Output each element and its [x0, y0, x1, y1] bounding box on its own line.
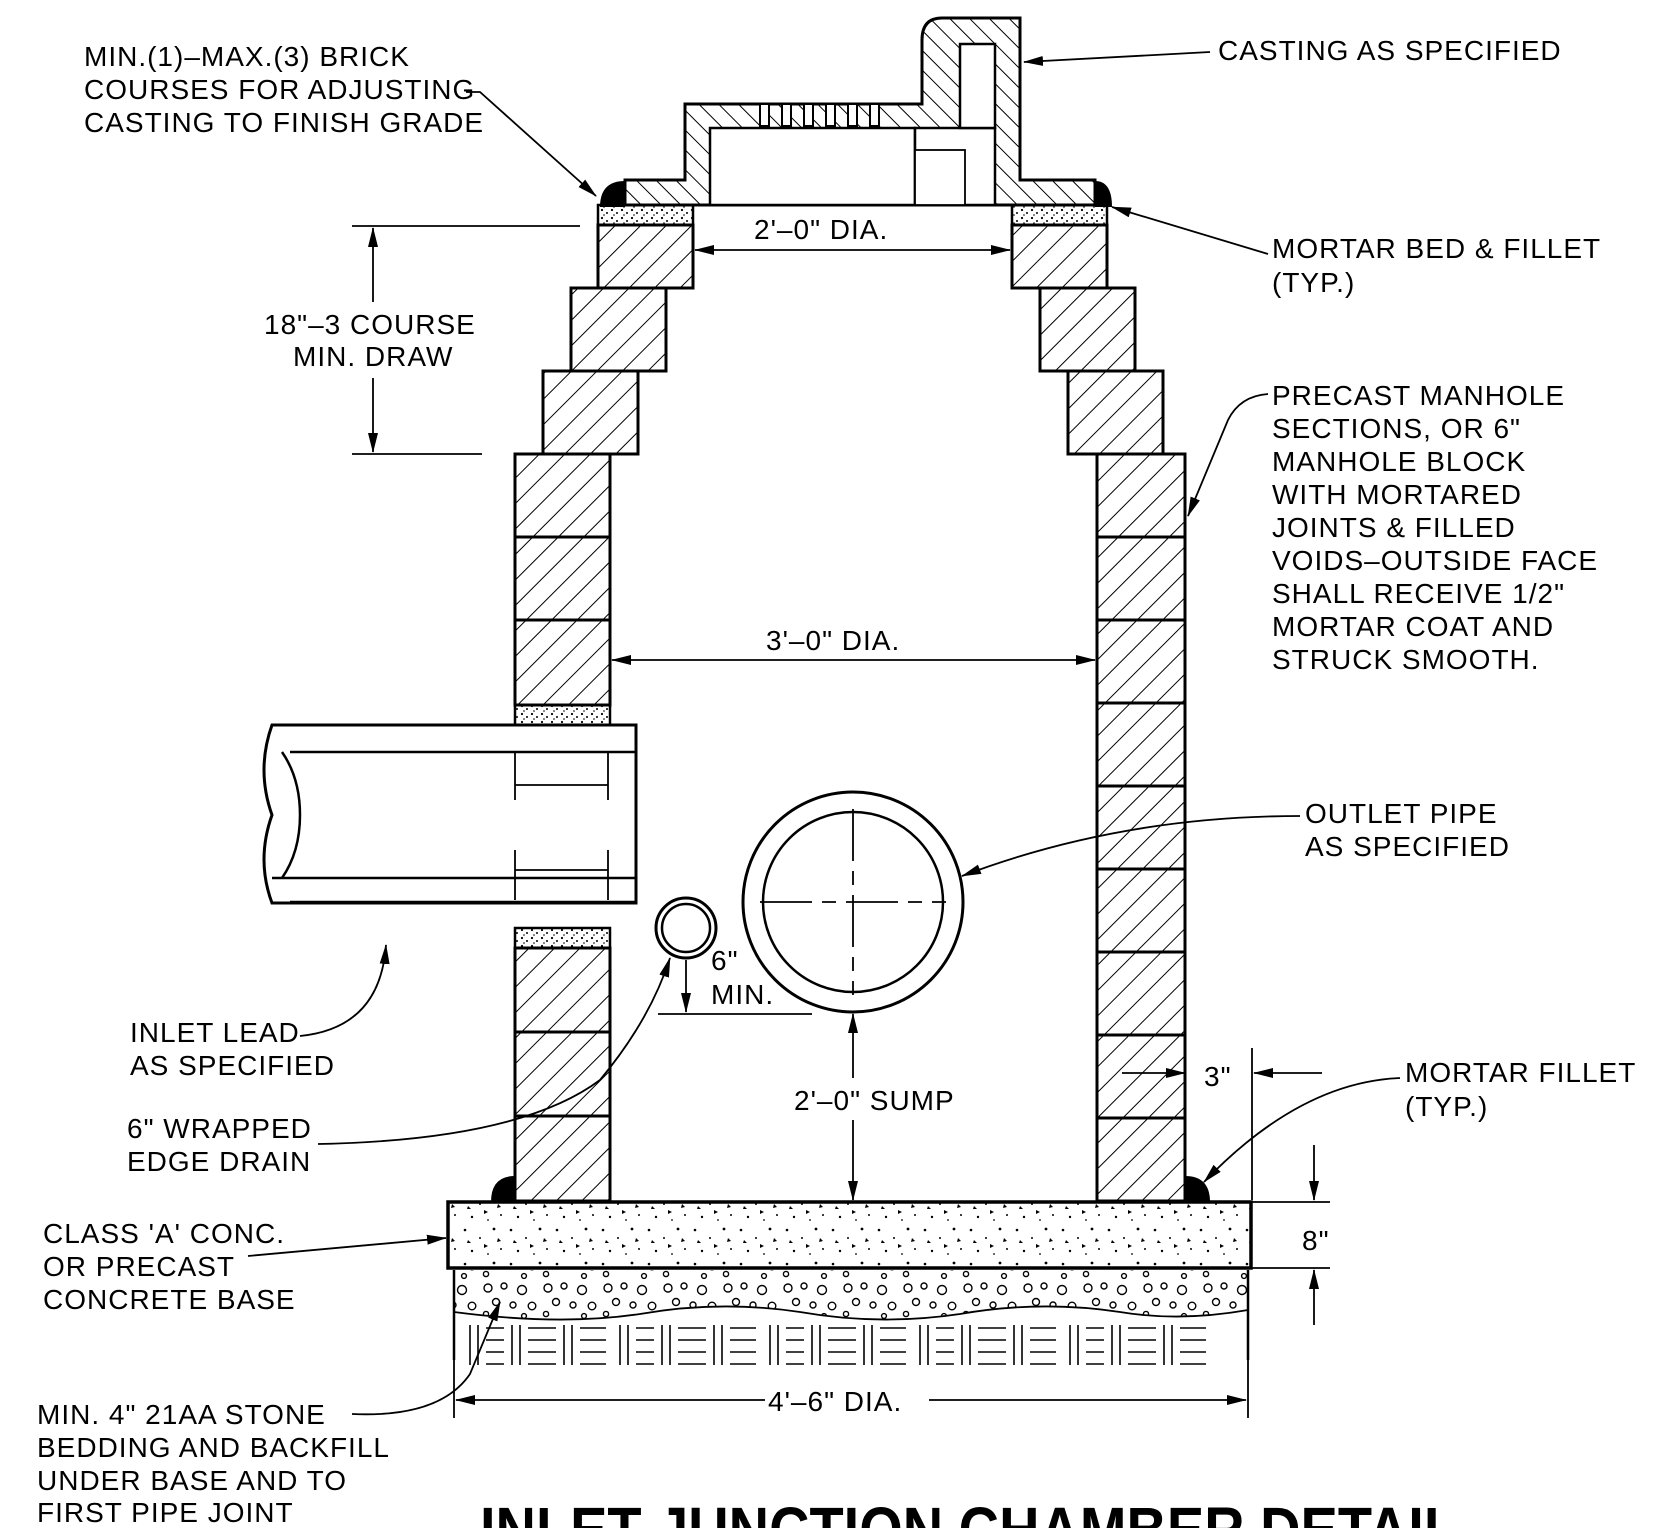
svg-text:OUTLET PIPE: OUTLET PIPE: [1305, 798, 1498, 829]
leader-mortar-bed: [1111, 206, 1269, 255]
label-outlet: OUTLET PIPE AS SPECIFIED: [1305, 798, 1510, 862]
label-edge-drain: 6" WRAPPED EDGE DRAIN: [127, 1113, 312, 1177]
brick-courses-left: [541, 223, 695, 456]
svg-text:6" WRAPPED: 6" WRAPPED: [127, 1113, 312, 1144]
leader-precast: [1187, 393, 1269, 517]
svg-text:PRECAST MANHOLE: PRECAST MANHOLE: [1272, 380, 1565, 411]
mortar-fillet-top-right: [1095, 181, 1112, 207]
mid-dia-label: 3'–0" DIA.: [766, 625, 900, 656]
mortar-bed-left: [596, 203, 695, 227]
svg-text:JOINTS & FILLED: JOINTS & FILLED: [1272, 512, 1516, 543]
brick-courses-right: [1010, 223, 1165, 456]
leader-stone: [351, 1301, 501, 1416]
svg-text:MIN. 4" 21AA STONE: MIN. 4" 21AA STONE: [37, 1399, 326, 1430]
mortar-bed-right: [1010, 203, 1109, 227]
sump-label: 2'–0" SUMP: [794, 1085, 955, 1116]
svg-text:VOIDS–OUTSIDE FACE: VOIDS–OUTSIDE FACE: [1272, 545, 1598, 576]
label-mortar-bed: MORTAR BED & FILLET (TYP.): [1272, 233, 1601, 298]
three-in-label: 3": [1204, 1061, 1232, 1092]
label-inlet: INLET LEAD AS SPECIFIED: [130, 1017, 335, 1081]
eight-in-label: 8": [1302, 1225, 1330, 1256]
svg-text:FIRST PIPE JOINT: FIRST PIPE JOINT: [37, 1497, 294, 1528]
leader-casting: [1023, 51, 1211, 66]
svg-text:EDGE DRAIN: EDGE DRAIN: [127, 1146, 311, 1177]
svg-text:(TYP.): (TYP.): [1272, 267, 1355, 298]
casting: [623, 16, 1097, 207]
draw-label-line2: MIN. DRAW: [293, 341, 453, 372]
leader-edge-drain: [317, 957, 671, 1145]
concrete-base: [446, 1200, 1253, 1270]
svg-text:BEDDING AND BACKFILL: BEDDING AND BACKFILL: [37, 1432, 390, 1463]
svg-text:CONCRETE BASE: CONCRETE BASE: [43, 1284, 296, 1315]
svg-text:INLET LEAD: INLET LEAD: [130, 1017, 300, 1048]
mortar-fillet-base-left: [491, 1176, 515, 1202]
mortar-fillet-top-left: [600, 181, 625, 207]
label-precast: PRECAST MANHOLE SECTIONS, OR 6" MANHOLE …: [1272, 380, 1598, 675]
leader-inlet: [299, 944, 390, 1037]
min-label-line1: 6": [711, 945, 739, 976]
edge-drain: [654, 896, 718, 960]
svg-text:WITH MORTARED: WITH MORTARED: [1272, 479, 1522, 510]
svg-text:MORTAR COAT AND: MORTAR COAT AND: [1272, 611, 1554, 642]
label-class-a: CLASS 'A' CONC. OR PRECAST CONCRETE BASE: [43, 1218, 296, 1315]
svg-text:MANHOLE BLOCK: MANHOLE BLOCK: [1272, 446, 1526, 477]
leader-mortar-fillet: [1203, 1077, 1401, 1183]
svg-text:STRUCK SMOOTH.: STRUCK SMOOTH.: [1272, 644, 1540, 675]
svg-text:CASTING AS SPECIFIED: CASTING AS SPECIFIED: [1218, 35, 1562, 66]
inlet-pipe: [262, 723, 638, 905]
label-stone: MIN. 4" 21AA STONE BEDDING AND BACKFILL …: [37, 1399, 390, 1528]
svg-text:SHALL RECEIVE 1/2": SHALL RECEIVE 1/2": [1272, 578, 1565, 609]
svg-text:SECTIONS, OR 6": SECTIONS, OR 6": [1272, 413, 1521, 444]
svg-text:CLASS 'A' CONC.: CLASS 'A' CONC.: [43, 1218, 285, 1249]
manhole-wall-right: [1095, 452, 1187, 1203]
leader-outlet: [961, 815, 1301, 877]
stone-bedding: [452, 1270, 1250, 1360]
svg-text:AS SPECIFIED: AS SPECIFIED: [130, 1050, 335, 1081]
draw-label-line1: 18"–3 COURSE: [264, 309, 476, 340]
svg-text:MORTAR BED & FILLET: MORTAR BED & FILLET: [1272, 233, 1601, 264]
svg-text:OR PRECAST: OR PRECAST: [43, 1251, 235, 1282]
manhole-wall-left: [513, 452, 612, 1203]
outlet-pipe: [741, 790, 965, 1014]
svg-text:CASTING TO FINISH GRADE: CASTING TO FINISH GRADE: [84, 107, 484, 138]
svg-text:UNDER BASE AND TO: UNDER BASE AND TO: [37, 1465, 347, 1496]
svg-text:(TYP.): (TYP.): [1405, 1091, 1488, 1122]
svg-text:COURSES FOR ADJUSTING: COURSES FOR ADJUSTING: [84, 74, 475, 105]
label-mortar-fillet: MORTAR FILLET (TYP.): [1405, 1057, 1636, 1122]
top-dia-label: 2'–0" DIA.: [754, 214, 888, 245]
label-casting: CASTING AS SPECIFIED: [1218, 35, 1562, 66]
label-brick-courses: MIN.(1)–MAX.(3) BRICK COURSES FOR ADJUST…: [84, 41, 484, 138]
leader-class-a: [247, 1234, 447, 1257]
min-label-line2: MIN.: [711, 979, 774, 1010]
svg-text:MORTAR FILLET: MORTAR FILLET: [1405, 1057, 1636, 1088]
svg-text:MIN.(1)–MAX.(3) BRICK: MIN.(1)–MAX.(3) BRICK: [84, 41, 410, 72]
base-dia-label: 4'–6" DIA.: [768, 1386, 902, 1417]
drawing-title: INLET-JUNCTION CHAMBER DETAIL: [480, 1494, 1458, 1528]
native-soil: [469, 1324, 1207, 1366]
leader-brick-courses: [466, 91, 597, 197]
svg-text:AS SPECIFIED: AS SPECIFIED: [1305, 831, 1510, 862]
